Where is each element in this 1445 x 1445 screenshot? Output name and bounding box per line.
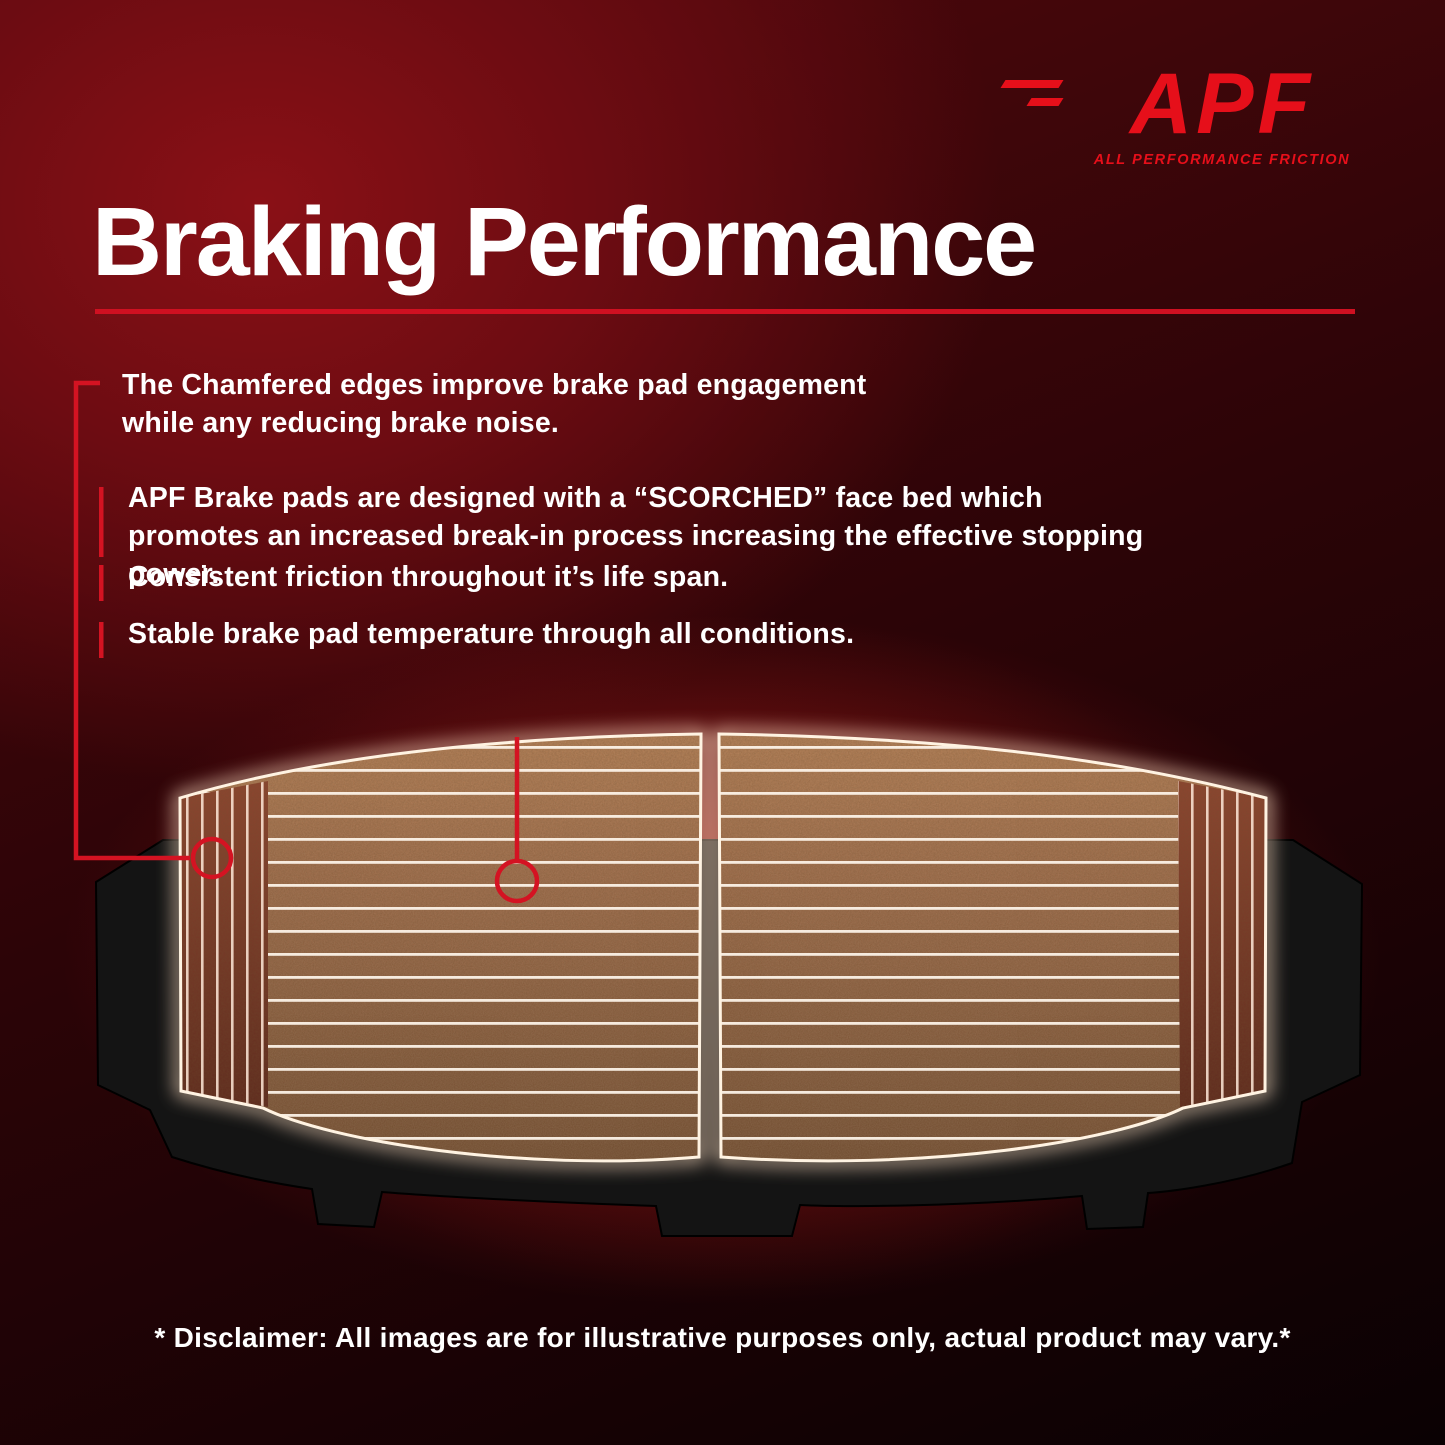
callout-line-chamfer	[73, 380, 190, 861]
bullet-scorched-face: APF Brake pads are designed with a “SCOR…	[128, 482, 1144, 590]
friction-pad-right	[717, 732, 1268, 1163]
friction-pad-left	[178, 732, 703, 1163]
apf-logo: APF ALL PERFORMANCE FRICTION	[1000, 56, 1367, 168]
logo-speed-line-icon	[1000, 80, 1064, 88]
bullet-tick-2	[99, 487, 104, 557]
disclaimer-text: * Disclaimer: All images are for illustr…	[154, 1322, 1291, 1353]
page-title: Braking Performance	[92, 187, 1037, 296]
apf-logo-tagline: ALL PERFORMANCE FRICTION	[1093, 151, 1351, 168]
callout-lines	[73, 380, 540, 904]
apf-logo-text: APF	[1130, 56, 1314, 152]
bullet-tick-marks	[99, 487, 104, 658]
bullet-tick-4	[99, 622, 104, 658]
logo-speed-line-icon	[1026, 98, 1064, 106]
bullet-chamfered-edges: The Chamfered edges improve brake pad en…	[122, 369, 867, 439]
bullet-tick-3	[99, 565, 104, 601]
heading-underline	[95, 309, 1355, 314]
pad-slot-lines	[719, 734, 1266, 1161]
callout-circle-scorched-face	[494, 858, 540, 904]
bullet-consistent-friction: Consistent friction throughout it’s life…	[128, 561, 729, 593]
callout-circle-chamfer	[190, 836, 234, 880]
bullet-stable-temperature: Stable brake pad temperature through all…	[128, 618, 855, 650]
